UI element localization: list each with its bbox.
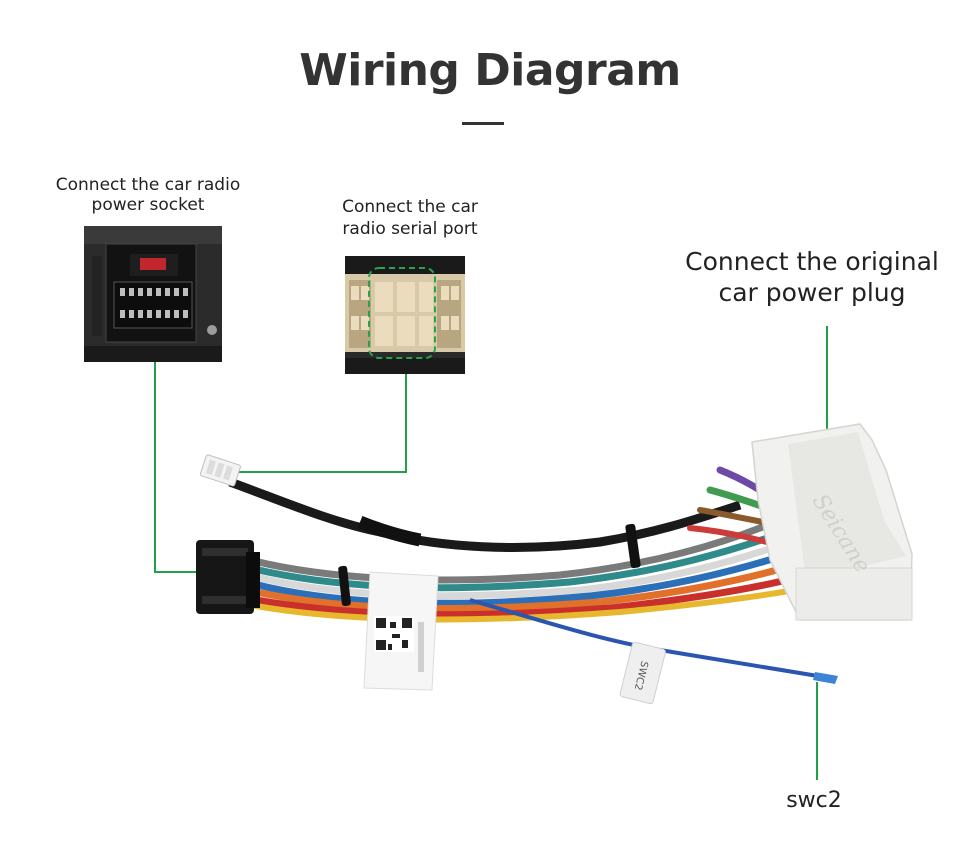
- label-serial-port-text: Connect the car radio serial port: [342, 197, 478, 240]
- cable-tie: [338, 565, 351, 607]
- swc2-tag: SWC2: [619, 641, 666, 705]
- wire-bundle: [246, 466, 799, 623]
- qr-label: [363, 571, 439, 691]
- label-original-plug: Connect the original car power plug: [672, 246, 952, 309]
- label-serial-port: Connect the car radio serial port: [330, 196, 490, 240]
- serial-mini-plug: [199, 454, 241, 487]
- original-power-plug: Seicane: [751, 423, 913, 621]
- serial-cable: [228, 477, 742, 552]
- leader-line-power-socket: [154, 362, 210, 573]
- cable-tie: [625, 523, 641, 569]
- leader-line-serial-port: [232, 374, 407, 473]
- label-power-socket: Connect the car radio power socket: [48, 175, 248, 215]
- swc2-wire-tip: [813, 672, 838, 684]
- label-power-socket-text: Connect the car radio power socket: [55, 175, 241, 215]
- page-title: Wiring Diagram: [299, 45, 681, 96]
- label-swc2: swc2: [786, 788, 842, 813]
- black-power-plug: [196, 540, 260, 614]
- serial-port-photo: [345, 256, 465, 374]
- label-original-plug-text: Connect the original car power plug: [685, 247, 939, 308]
- power-socket-photo: [84, 226, 222, 362]
- title-underline: [462, 122, 504, 125]
